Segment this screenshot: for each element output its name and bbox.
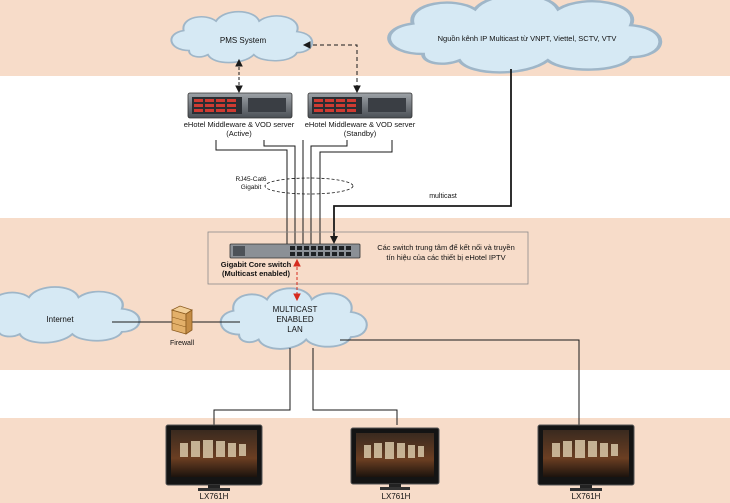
lan-tv-links	[213, 339, 580, 425]
core-switch	[229, 243, 361, 259]
server-switch-cables	[215, 140, 393, 245]
pms-to-active-link	[235, 58, 243, 94]
tv-1	[165, 424, 263, 491]
standby-server	[307, 92, 413, 119]
active-server	[187, 92, 293, 119]
switch-note-line2: tín hiệu của các thiết bị eHotel IPTV	[386, 253, 505, 262]
tv-2	[350, 427, 440, 490]
core-switch-label-line2: (Multicast enabled)	[222, 269, 290, 278]
active-server-label-line1: eHotel Middleware & VOD server	[184, 120, 295, 129]
band-upper-middle	[0, 218, 730, 370]
multicast-label: multicast	[429, 193, 457, 200]
multicast-feed-link	[333, 69, 512, 237]
firewall-label: Firewall	[170, 340, 195, 347]
tv-3	[537, 424, 635, 491]
internet-label: Internet	[46, 315, 74, 324]
multicast-source-label: Nguồn kênh IP Multicast từ VNPT, Viettel…	[438, 34, 617, 43]
cable-label-line1: RJ45-Cat6	[235, 176, 266, 183]
active-server-label-line2: (Active)	[226, 129, 252, 138]
multicast-feed-arrow	[330, 236, 338, 244]
cable-label-line2: Gigabit	[241, 184, 262, 191]
tv-1-label: LX761H	[200, 492, 229, 501]
standby-server-label-line1: eHotel Middleware & VOD server	[305, 120, 416, 129]
standby-server-label-line2: (Standby)	[344, 129, 377, 138]
switch-lan-link	[293, 258, 301, 302]
switch-note-line1: Các switch trung tâm để kết nối và truyề…	[377, 243, 515, 252]
firewall-icon	[170, 305, 193, 335]
tv-3-label: LX761H	[572, 492, 601, 501]
lan-label-line3: LAN	[287, 325, 303, 334]
core-switch-label-line1: Gigabit Core switch	[221, 260, 292, 269]
pms-label: PMS System	[220, 36, 267, 45]
core-switch-frame	[207, 231, 529, 285]
lan-label-line2: ENABLED	[276, 315, 314, 324]
tv-2-label: LX761H	[382, 492, 411, 501]
cable-bundle-marker	[264, 177, 354, 195]
pms-to-standby-link	[302, 41, 361, 94]
lan-label-line1: MULTICAST	[273, 305, 318, 314]
